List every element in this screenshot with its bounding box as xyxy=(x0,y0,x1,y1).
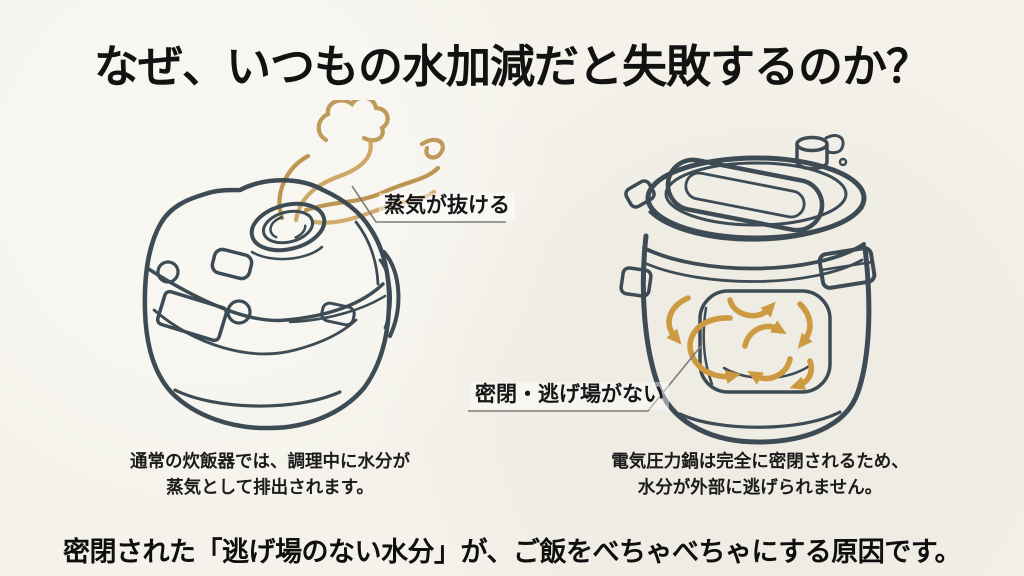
pressure-cooker-body xyxy=(619,134,877,445)
steam-escape-label: 蒸気が抜ける xyxy=(379,193,515,222)
caption-line: 水分が外部に逃げられません。 xyxy=(637,477,883,498)
caption-line: 通常の炊飯器では、調理中に水分が xyxy=(130,451,410,471)
conclusion-text: 密閉された「逃げ場のない水分」が、ご飯をべちゃべちゃにする原因です。 xyxy=(62,537,962,567)
rice-cooker-illustration xyxy=(142,100,445,431)
rice-cooker-body xyxy=(142,178,401,431)
caption-line: 蒸気として排出されます。 xyxy=(166,477,374,498)
pressure-cooker-caption: 電気圧力鍋は完全に密閉されるため、 水分が外部に逃げられません。 xyxy=(570,448,950,501)
steam-circulation-arrows-icon xyxy=(666,295,815,391)
page-title: なぜ、いつもの水加減だと失敗するのか？ xyxy=(93,41,931,92)
pressure-cooker-illustration xyxy=(619,134,877,445)
caption-line: 電気圧力鍋は完全に密閉されるため、 xyxy=(611,451,909,471)
rice-cooker-caption: 通常の炊飯器では、調理中に水分が 蒸気として排出されます。 xyxy=(80,448,460,501)
sealed-label: 密閉・逃げ場がない xyxy=(470,382,669,411)
